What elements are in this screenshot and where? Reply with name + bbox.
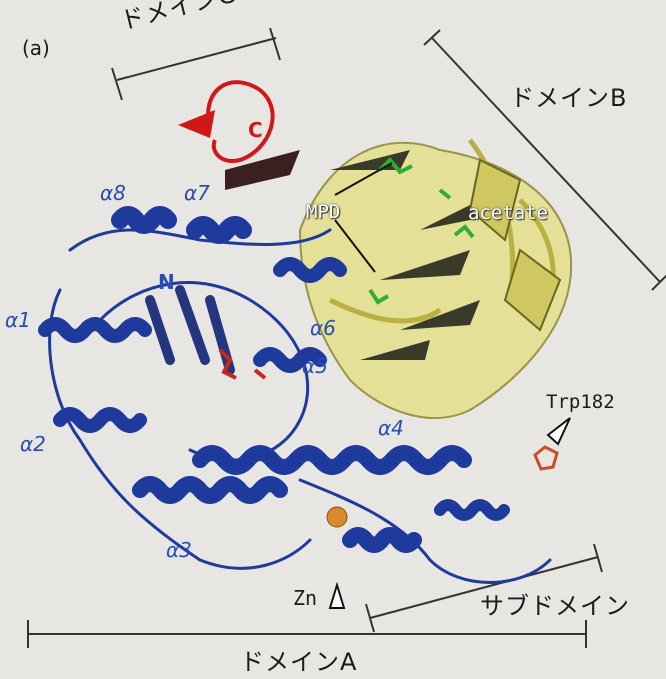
helix-a2-label: α2 [20, 434, 46, 454]
n-terminus-label: N [158, 272, 175, 292]
c-terminus-label: C [248, 120, 263, 140]
helix-a3-label: α3 [166, 540, 192, 560]
zinc-ion [327, 507, 347, 527]
domain-b-label: ドメインB [510, 86, 627, 110]
zn-arrow [330, 585, 344, 608]
acetate-label: acetate [468, 204, 548, 223]
helix-a4-label: α4 [378, 418, 404, 438]
helix-a6-label: α6 [310, 318, 336, 338]
mpd-label: MPD [306, 203, 340, 222]
trp182-label: Trp182 [546, 393, 615, 412]
helix-a1-label: α1 [5, 310, 31, 330]
domain-a-bracket [28, 620, 586, 648]
helix-a5-label: α5 [302, 356, 328, 376]
helix-a8-label: α8 [100, 183, 126, 203]
panel-label: (a) [22, 38, 50, 58]
domain-a-label: ドメインA [240, 650, 357, 674]
trp182-arrow [548, 418, 570, 444]
domain-c-ribbon [178, 82, 300, 190]
helix-a7-label: α7 [184, 183, 210, 203]
zn-label: Zn [293, 588, 317, 608]
domain-b-ribbon [300, 140, 571, 418]
domain-c-bracket [112, 28, 280, 100]
trp182-residue [535, 447, 557, 469]
subdomain-label: サブドメイン [480, 594, 630, 618]
